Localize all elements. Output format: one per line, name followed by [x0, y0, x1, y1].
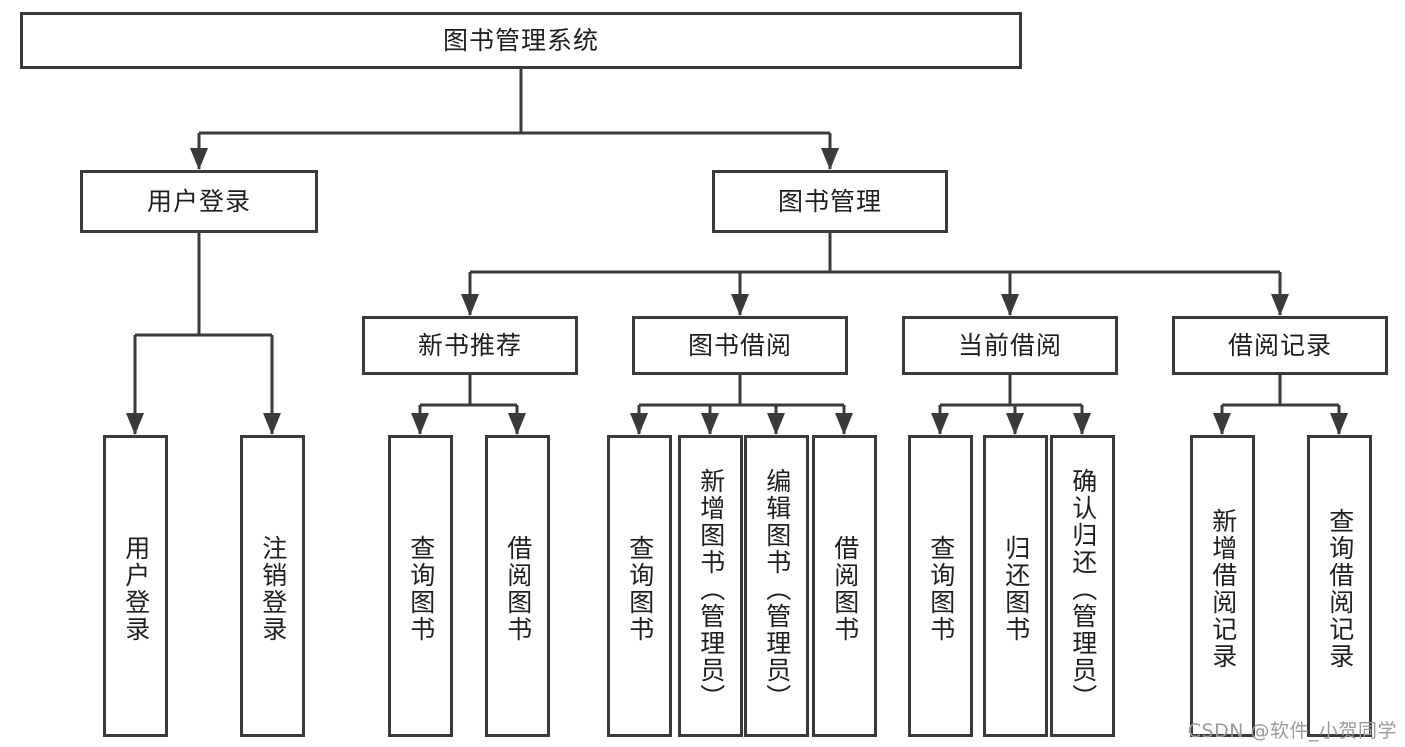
node-label: 编辑图书（管理员） [762, 467, 792, 711]
node-label: 查询图书 [625, 535, 655, 643]
node-label-wrap: 查询图书 [610, 438, 669, 734]
node-box-2-0[interactable]: 新书推荐 [362, 316, 578, 375]
root-to-level1-arrowhead-1 [821, 148, 839, 170]
tushujieyue-to-leaves-arrowhead-0 [630, 413, 648, 435]
node-label: 确认归还（管理员） [1068, 467, 1098, 711]
node-box-1-0[interactable]: 用户登录 [80, 170, 318, 233]
node-label: 查询借阅记录 [1325, 508, 1355, 670]
node-label: 新书推荐 [417, 330, 522, 360]
node-box-3-12[interactable]: 查询借阅记录 [1307, 435, 1372, 737]
node-label-wrap: 借阅图书 [488, 438, 547, 734]
node-label: 图书管理系统 [442, 25, 599, 55]
dangqianjieyue-to-leaves-arrowhead-2 [1073, 413, 1091, 435]
dangqianjieyue-to-leaves-arrowhead-0 [931, 413, 949, 435]
node-label: 查询图书 [406, 535, 436, 643]
node-box-2-3[interactable]: 借阅记录 [1172, 316, 1388, 375]
node-label-wrap: 新增借阅记录 [1193, 438, 1252, 734]
node-box-2-1[interactable]: 图书借阅 [632, 316, 848, 375]
node-label-wrap: 确认归还（管理员） [1053, 438, 1112, 734]
level1-tushuguanli-to-level2-arrowhead-2 [1001, 294, 1019, 316]
node-label-wrap: 查询图书 [911, 438, 970, 734]
node-label: 新增图书（管理员） [696, 467, 726, 711]
node-box-3-5[interactable]: 新增图书（管理员） [678, 435, 743, 737]
node-box-3-6[interactable]: 编辑图书（管理员） [744, 435, 809, 737]
node-box-3-9[interactable]: 归还图书 [983, 435, 1048, 737]
node-box-3-8[interactable]: 查询图书 [908, 435, 973, 737]
level1-yonghudenglu-to-leaves-arrowhead-1 [263, 413, 281, 435]
node-label: 归还图书 [1001, 535, 1031, 643]
tushujieyue-to-leaves-arrowhead-3 [835, 413, 853, 435]
node-box-3-7[interactable]: 借阅图书 [812, 435, 877, 737]
node-box-3-10[interactable]: 确认归还（管理员） [1050, 435, 1115, 737]
node-label-wrap: 注销登录 [243, 438, 302, 734]
level1-tushuguanli-to-level2-arrowhead-0 [461, 294, 479, 316]
jieyuejilu-to-leaves-arrowhead-1 [1330, 413, 1348, 435]
jieyuejilu-to-leaves-arrowhead-0 [1213, 413, 1231, 435]
root-to-level1-arrowhead-0 [190, 148, 208, 170]
node-box-3-11[interactable]: 新增借阅记录 [1190, 435, 1255, 737]
node-label: 用户登录 [121, 535, 151, 643]
node-label: 借阅记录 [1227, 330, 1332, 360]
node-label: 借阅图书 [503, 535, 533, 643]
level1-yonghudenglu-to-leaves-arrowhead-0 [126, 413, 144, 435]
node-label-wrap: 查询借阅记录 [1310, 438, 1369, 734]
level1-tushuguanli-to-level2-arrowhead-1 [731, 294, 749, 316]
xinshutuijian-to-leaves-arrowhead-1 [508, 413, 526, 435]
node-box-2-2[interactable]: 当前借阅 [902, 316, 1118, 375]
node-label-wrap: 查询图书 [391, 438, 450, 734]
node-label-wrap: 用户登录 [106, 438, 165, 734]
tushujieyue-to-leaves-arrowhead-1 [701, 413, 719, 435]
dangqianjieyue-to-leaves-arrowhead-1 [1006, 413, 1024, 435]
node-label-wrap: 归还图书 [986, 438, 1045, 734]
tushujieyue-to-leaves-arrowhead-2 [767, 413, 785, 435]
node-label: 图书管理 [777, 186, 882, 216]
node-label: 新增借阅记录 [1208, 508, 1238, 670]
node-box-3-2[interactable]: 查询图书 [388, 435, 453, 737]
node-label: 查询图书 [926, 535, 956, 643]
node-label-wrap: 新增图书（管理员） [681, 438, 740, 734]
node-box-1-1[interactable]: 图书管理 [712, 170, 948, 233]
node-label-wrap: 借阅图书 [815, 438, 874, 734]
node-box-3-3[interactable]: 借阅图书 [485, 435, 550, 737]
node-label: 借阅图书 [830, 535, 860, 643]
level1-tushuguanli-to-level2-arrowhead-3 [1271, 294, 1289, 316]
node-label: 注销登录 [258, 535, 288, 643]
node-box-3-0[interactable]: 用户登录 [103, 435, 168, 737]
node-label: 图书借阅 [687, 330, 792, 360]
xinshutuijian-to-leaves-arrowhead-0 [411, 413, 429, 435]
node-box-3-1[interactable]: 注销登录 [240, 435, 305, 737]
watermark-text: CSDN @软件_小贺同学 [1187, 720, 1397, 742]
node-label: 用户登录 [146, 186, 251, 216]
node-label: 当前借阅 [957, 330, 1062, 360]
node-box-3-4[interactable]: 查询图书 [607, 435, 672, 737]
node-label-wrap: 编辑图书（管理员） [747, 438, 806, 734]
node-box-0-0[interactable]: 图书管理系统 [20, 12, 1022, 69]
